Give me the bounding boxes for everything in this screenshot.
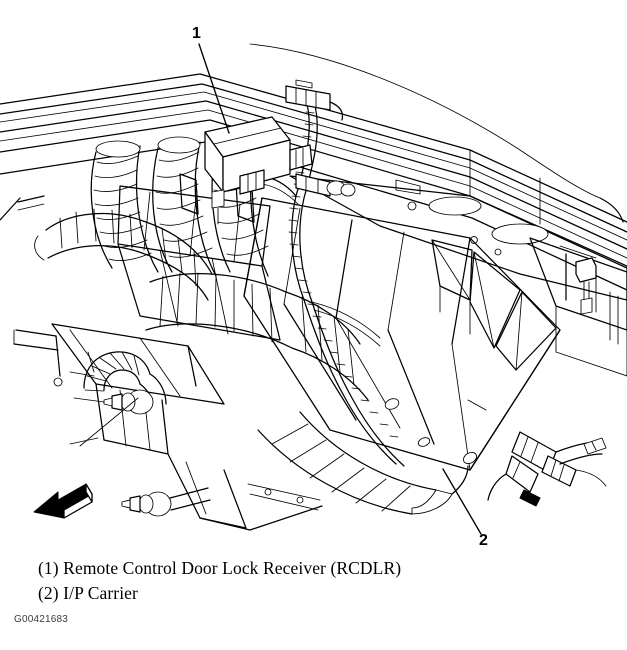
hvac-main-duct: [145, 272, 369, 401]
orientation-arrow: [33, 483, 93, 519]
hvac-duct-lower-left: [34, 208, 213, 301]
legend-item-1: (1) Remote Control Door Lock Receiver (R…: [38, 558, 402, 578]
fastener-lower: [121, 487, 211, 517]
wiring-harness: [261, 99, 405, 467]
legend-item-2: (2) I/P Carrier: [38, 583, 138, 603]
cowl-upper-beam: [0, 43, 627, 291]
ip-carrier: [243, 197, 561, 471]
hvac-flex-duct-upper-left: [90, 140, 159, 273]
harness-retainer-clip-upper: [285, 79, 344, 121]
harness-retainer-clip-lower: [295, 173, 356, 197]
figure-legend: (1) Remote Control Door Lock Receiver (R…: [38, 556, 598, 606]
callout-number-2: 2: [479, 532, 488, 549]
technical-illustration: .ln { fill:none; stroke:#000; stroke-wid…: [0, 25, 627, 549]
rcdlr-module: [204, 116, 313, 225]
leader-line-1: [198, 43, 230, 134]
line-art-canvas: .ln { fill:none; stroke:#000; stroke-wid…: [0, 43, 627, 535]
right-side-rail: [529, 237, 627, 377]
carrier-gussets: [431, 239, 557, 371]
misc-details: [0, 195, 477, 531]
leader-lines: [198, 43, 482, 535]
leader-line-2: [442, 468, 482, 535]
figure-id-code: G00421683: [14, 614, 69, 625]
stud-fastener-right: [575, 257, 597, 315]
fastener-upper: [73, 389, 154, 415]
callout-number-1: 1: [192, 25, 201, 42]
harness-connector-cluster: [487, 431, 607, 507]
hvac-duct-lower-sweep: [257, 411, 469, 515]
steering-column-support: [13, 323, 247, 529]
